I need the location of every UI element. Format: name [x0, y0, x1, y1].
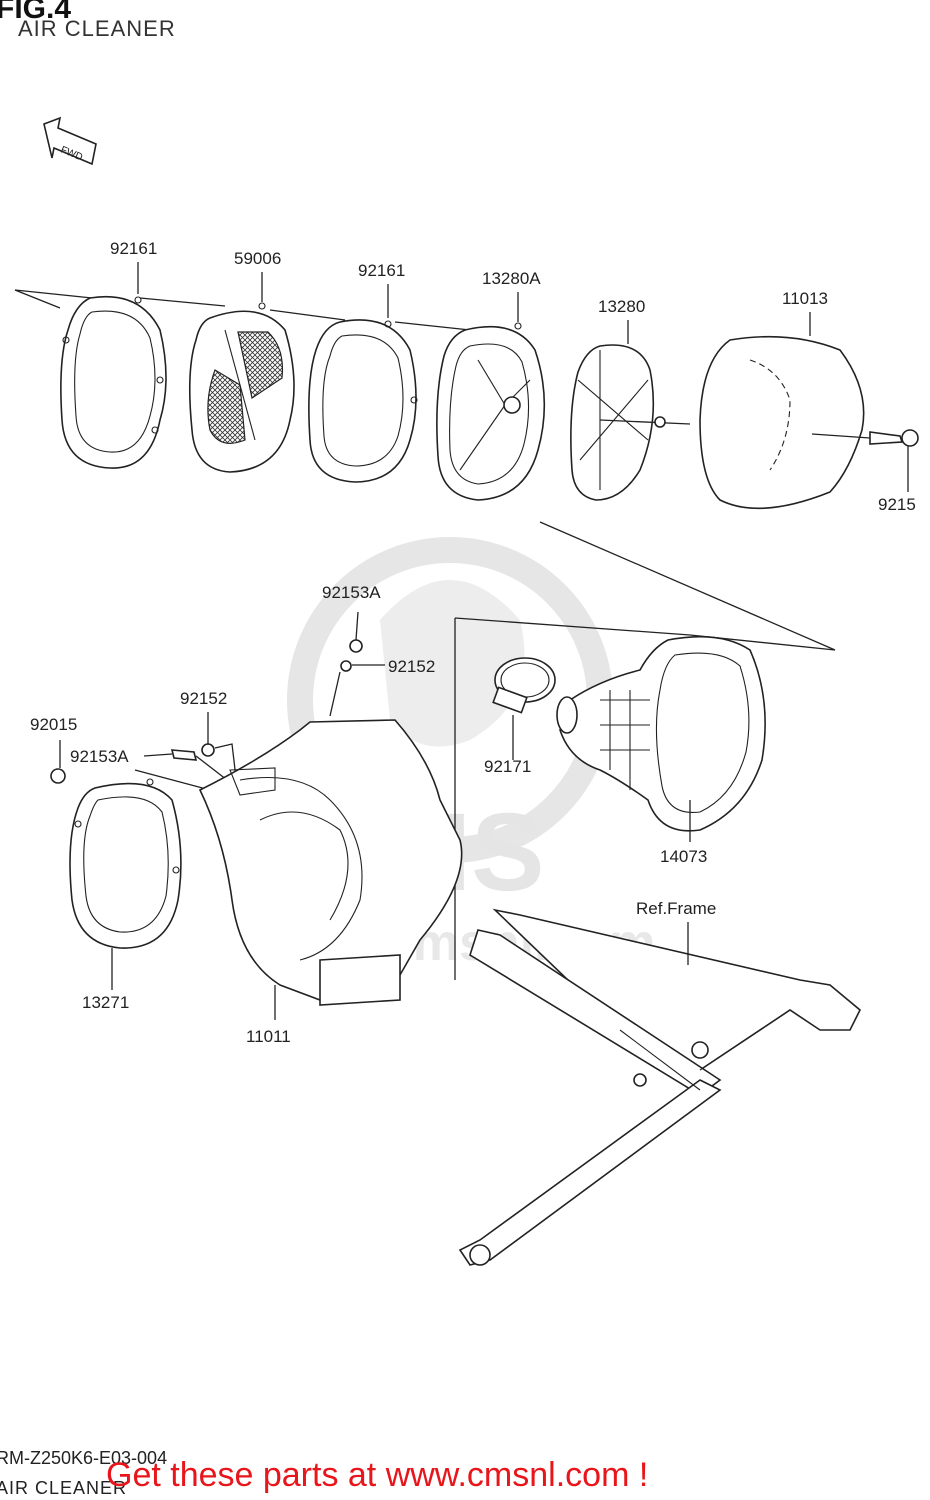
callout-92171: 92171 — [484, 757, 531, 776]
callout-92161-middle: 92161 — [358, 261, 405, 280]
callout-59006: 59006 — [234, 249, 281, 268]
hose-clamp-92171 — [492, 657, 556, 760]
callout-14073: 14073 — [660, 847, 707, 866]
callout-9215: 9215 — [878, 495, 916, 514]
fwd-arrow-icon: FWD — [43, 116, 97, 166]
callout-11013: 11013 — [782, 289, 828, 308]
callout-92161-left: 92161 — [110, 239, 157, 258]
foam-filter-11013 — [699, 335, 919, 510]
callout-13280A: 13280A — [482, 269, 541, 288]
callout-92152-top: 92152 — [388, 657, 435, 676]
callout-92153A-top: 92153A — [322, 583, 381, 602]
air-box-11011 — [198, 719, 463, 1020]
mesh-element-59006 — [188, 302, 295, 473]
callout-13271: 13271 — [82, 993, 129, 1012]
filter-frame-13280 — [570, 344, 691, 501]
callout-13280: 13280 — [598, 297, 645, 316]
callout-92152-left: 92152 — [180, 689, 227, 708]
diagram-name: AIR CLEANER — [0, 1478, 128, 1498]
callout-labels: 92161 59006 92161 13280A 13280 11013 921… — [30, 239, 916, 1046]
reference-frame — [458, 908, 861, 1266]
callout-92015: 92015 — [30, 715, 77, 734]
figure-subtitle: AIR CLEANER — [18, 16, 176, 41]
order-parts-link[interactable]: Get these parts at www.cmsnl.com ! — [106, 1456, 649, 1494]
filter-cage-13280A — [436, 322, 546, 501]
gasket-13271 — [69, 778, 182, 990]
callout-11011: 11011 — [246, 1027, 291, 1046]
gasket-92161-middle — [308, 319, 418, 483]
figure-title: FIG.4 — [0, 0, 72, 25]
callout-92153A-left: 92153A — [70, 747, 129, 766]
gasket-92161-left — [60, 295, 167, 469]
assembly-leader-lines — [14, 289, 836, 980]
diagram-code: RM-Z250K6-E03-004 — [0, 1448, 168, 1468]
fasteners-top — [329, 611, 385, 717]
callout-ref-frame: Ref.Frame — [636, 899, 716, 918]
intake-duct-14073 — [556, 635, 766, 832]
